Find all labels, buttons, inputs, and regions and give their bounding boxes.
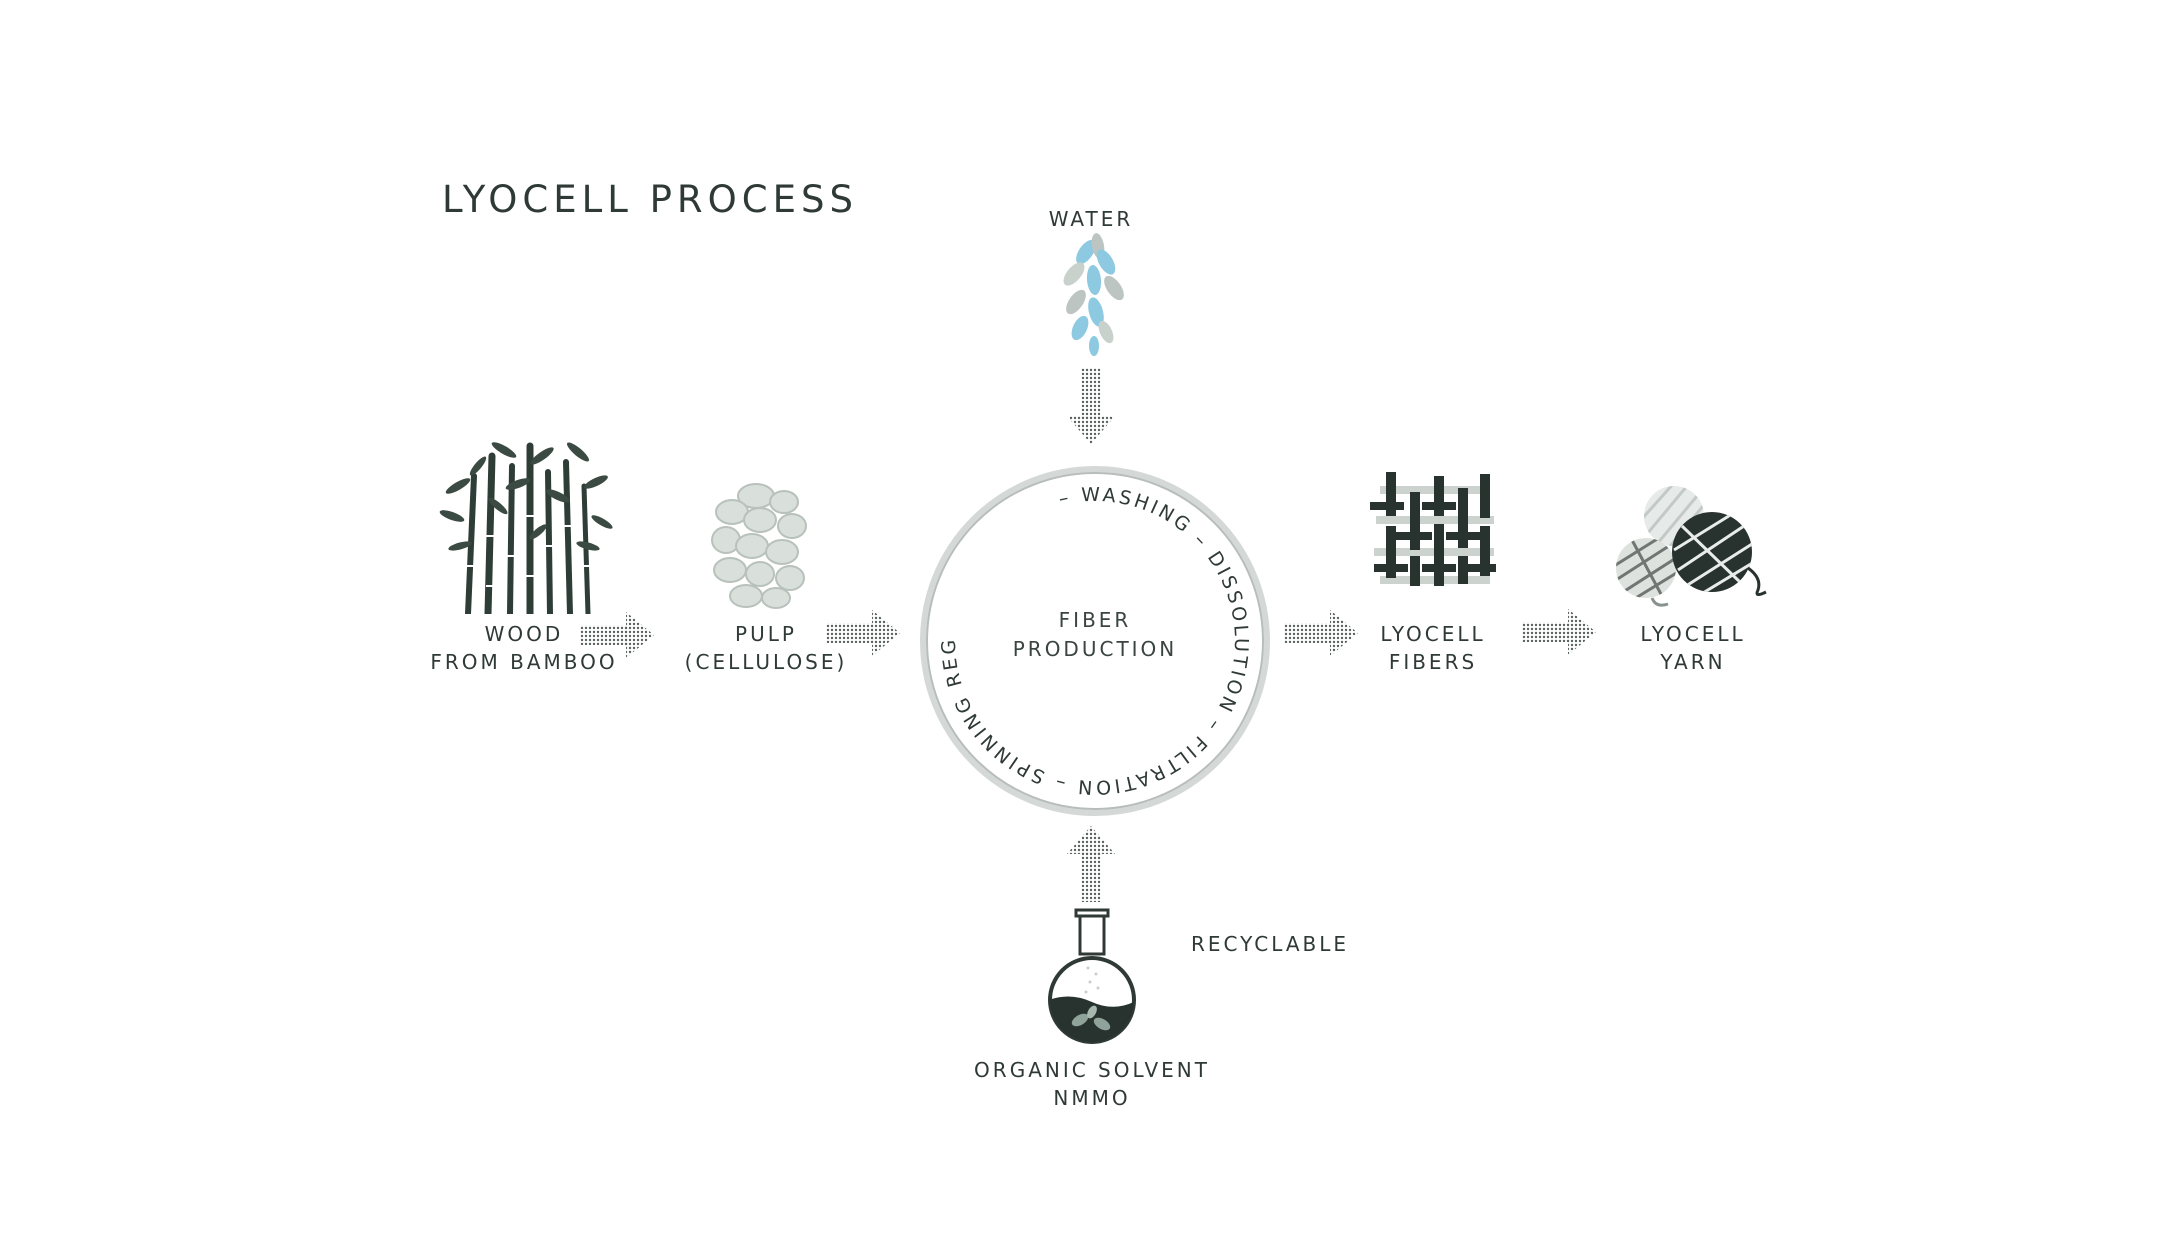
fiber-production-label: FIBER PRODUCTION <box>1012 608 1178 661</box>
center-to-fibers-arrow-icon <box>1284 610 1358 656</box>
pulp-to-center-arrow-icon <box>826 610 900 656</box>
water-down-arrow-icon <box>1067 368 1115 444</box>
pulp-icon <box>711 483 807 609</box>
recyclable-label: RECYCLABLE <box>1190 932 1350 956</box>
diagram-title: LYOCELL PROCESS <box>442 178 858 221</box>
wood-label: WOOD FROM BAMBOO <box>430 622 618 674</box>
yarn-balls-icon <box>1616 486 1767 607</box>
fibers-to-yarn-arrow-icon <box>1522 609 1596 655</box>
organic-solvent-label: ORGANIC SOLVENT NMMO <box>974 1058 1210 1110</box>
water-label: WATER <box>1048 207 1134 231</box>
lyocell-yarn-label: LYOCELL YARN <box>1640 622 1746 674</box>
fiber-production-ring: – WASHING – DISSOLUTION – FILTRATION – S… <box>910 456 1270 816</box>
lyocell-fibers-label: LYOCELL FIBERS <box>1380 622 1486 674</box>
solvent-up-arrow-icon <box>1067 826 1115 902</box>
bamboo-icon <box>439 442 613 614</box>
woven-fibers-icon <box>1370 472 1496 586</box>
wood-to-pulp-arrow-icon <box>580 612 654 658</box>
water-drops-icon <box>1063 233 1124 356</box>
pulp-label: PULP (CELLULOSE) <box>684 622 848 674</box>
flask-icon <box>1048 908 1136 1044</box>
